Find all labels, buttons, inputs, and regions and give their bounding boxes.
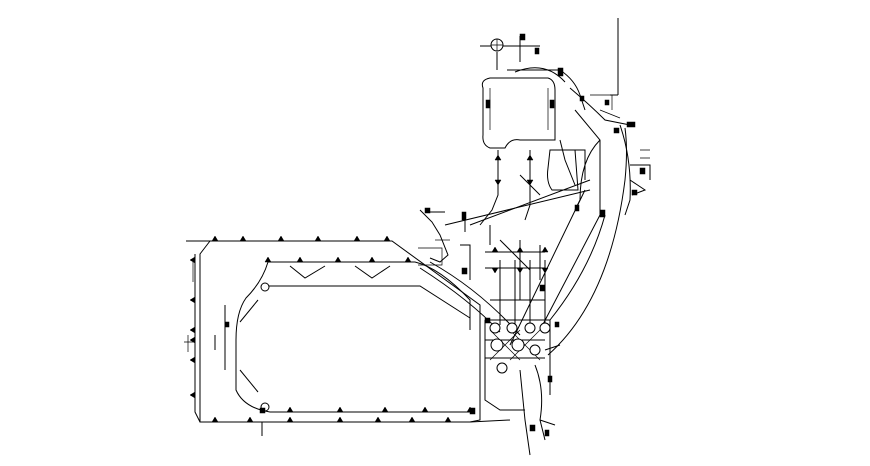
fixture-circles: [260, 38, 551, 412]
ceiling-fixture-icon: [489, 322, 501, 334]
outlet-mark: [494, 179, 502, 186]
outlet-mark: [541, 267, 549, 274]
outlet-mark: [353, 235, 361, 242]
switch-box: [604, 99, 610, 106]
outlet-mark: [516, 267, 524, 274]
central-cluster: [419, 239, 551, 411]
ceiling-fixture-icon: [506, 322, 518, 334]
outlet-mark: [189, 391, 196, 399]
outlet-mark: [444, 416, 452, 423]
outer-circuit-loop: [186, 240, 511, 436]
outlet-mark: [239, 235, 247, 242]
outlet-mark: [541, 246, 549, 253]
switch-box: [639, 167, 646, 175]
outlet-mark: [368, 256, 376, 263]
outlet-mark: [336, 416, 344, 423]
mid-left-branch: [418, 209, 450, 266]
device-marks: [189, 33, 646, 437]
switch-box: [549, 99, 555, 109]
outlet-mark: [334, 256, 342, 263]
long-feeders: [509, 127, 627, 356]
switch-box: [469, 407, 476, 415]
outlet-mark: [189, 296, 196, 304]
ceiling-fixture-icon: [260, 282, 270, 292]
switch-box: [599, 209, 606, 218]
switch-box: [547, 375, 553, 383]
outlet-mark: [264, 256, 272, 263]
switch-box: [461, 267, 468, 275]
ceiling-fixture-icon: [539, 322, 551, 334]
outlet-mark: [404, 256, 412, 263]
ceiling-fixture-icon: [524, 322, 536, 334]
outlet-mark: [314, 235, 322, 242]
middle-feeders: [444, 139, 591, 280]
outlet-mark: [336, 406, 344, 413]
outlet-mark: [408, 416, 416, 423]
outlet-mark: [211, 416, 219, 423]
outlet-mark: [491, 246, 499, 253]
switch-box: [519, 33, 526, 41]
switch-box: [613, 127, 620, 134]
outlet-mark: [189, 256, 196, 264]
switch-box: [631, 189, 638, 196]
outlet-mark: [494, 154, 502, 161]
switch-box: [485, 99, 491, 109]
left-branch: [184, 262, 259, 393]
right-room-outline: [547, 149, 579, 191]
outlet-mark: [526, 154, 534, 161]
switch-box: [424, 207, 431, 214]
upper-room-outline: [481, 77, 556, 149]
switch-box: [574, 204, 580, 212]
outlet-mark: [491, 267, 499, 274]
outlet-mark: [296, 256, 304, 263]
outlet-mark: [189, 336, 196, 344]
ceiling-fixture-icon: [511, 338, 525, 352]
switch-box: [461, 211, 467, 221]
boundary-lines: [610, 18, 619, 96]
switch-box: [579, 95, 585, 102]
inner-circuit-loop: [235, 261, 471, 413]
switch-box: [539, 284, 546, 292]
switch-box: [554, 321, 560, 328]
switch-box: [544, 429, 550, 437]
switch-box: [534, 47, 540, 55]
outlet-mark: [374, 416, 382, 423]
switch-box: [626, 121, 636, 128]
outlet-mark: [383, 235, 391, 242]
outlet-mark: [421, 406, 429, 413]
outlet-mark: [286, 406, 294, 413]
ceiling-fixture-icon: [529, 344, 541, 356]
outlet-mark: [526, 179, 534, 186]
outlet-mark: [277, 235, 285, 242]
switch-box: [557, 67, 564, 77]
ceiling-fixture-icon: [496, 362, 508, 374]
bottom-feeders: [519, 344, 561, 456]
switch-box: [484, 317, 491, 324]
outlet-mark: [189, 356, 196, 364]
switch-box: [529, 424, 536, 432]
outlet-mark: [246, 416, 254, 423]
outlet-mark: [516, 246, 524, 253]
right-panel-cluster: [560, 124, 651, 216]
switch-box: [259, 407, 266, 414]
switch-box: [224, 321, 230, 328]
outlet-mark: [211, 235, 219, 242]
outlet-mark: [189, 326, 196, 334]
outlet-mark: [381, 406, 389, 413]
ceiling-fixture-icon: [490, 338, 504, 352]
outlet-mark: [286, 416, 294, 423]
